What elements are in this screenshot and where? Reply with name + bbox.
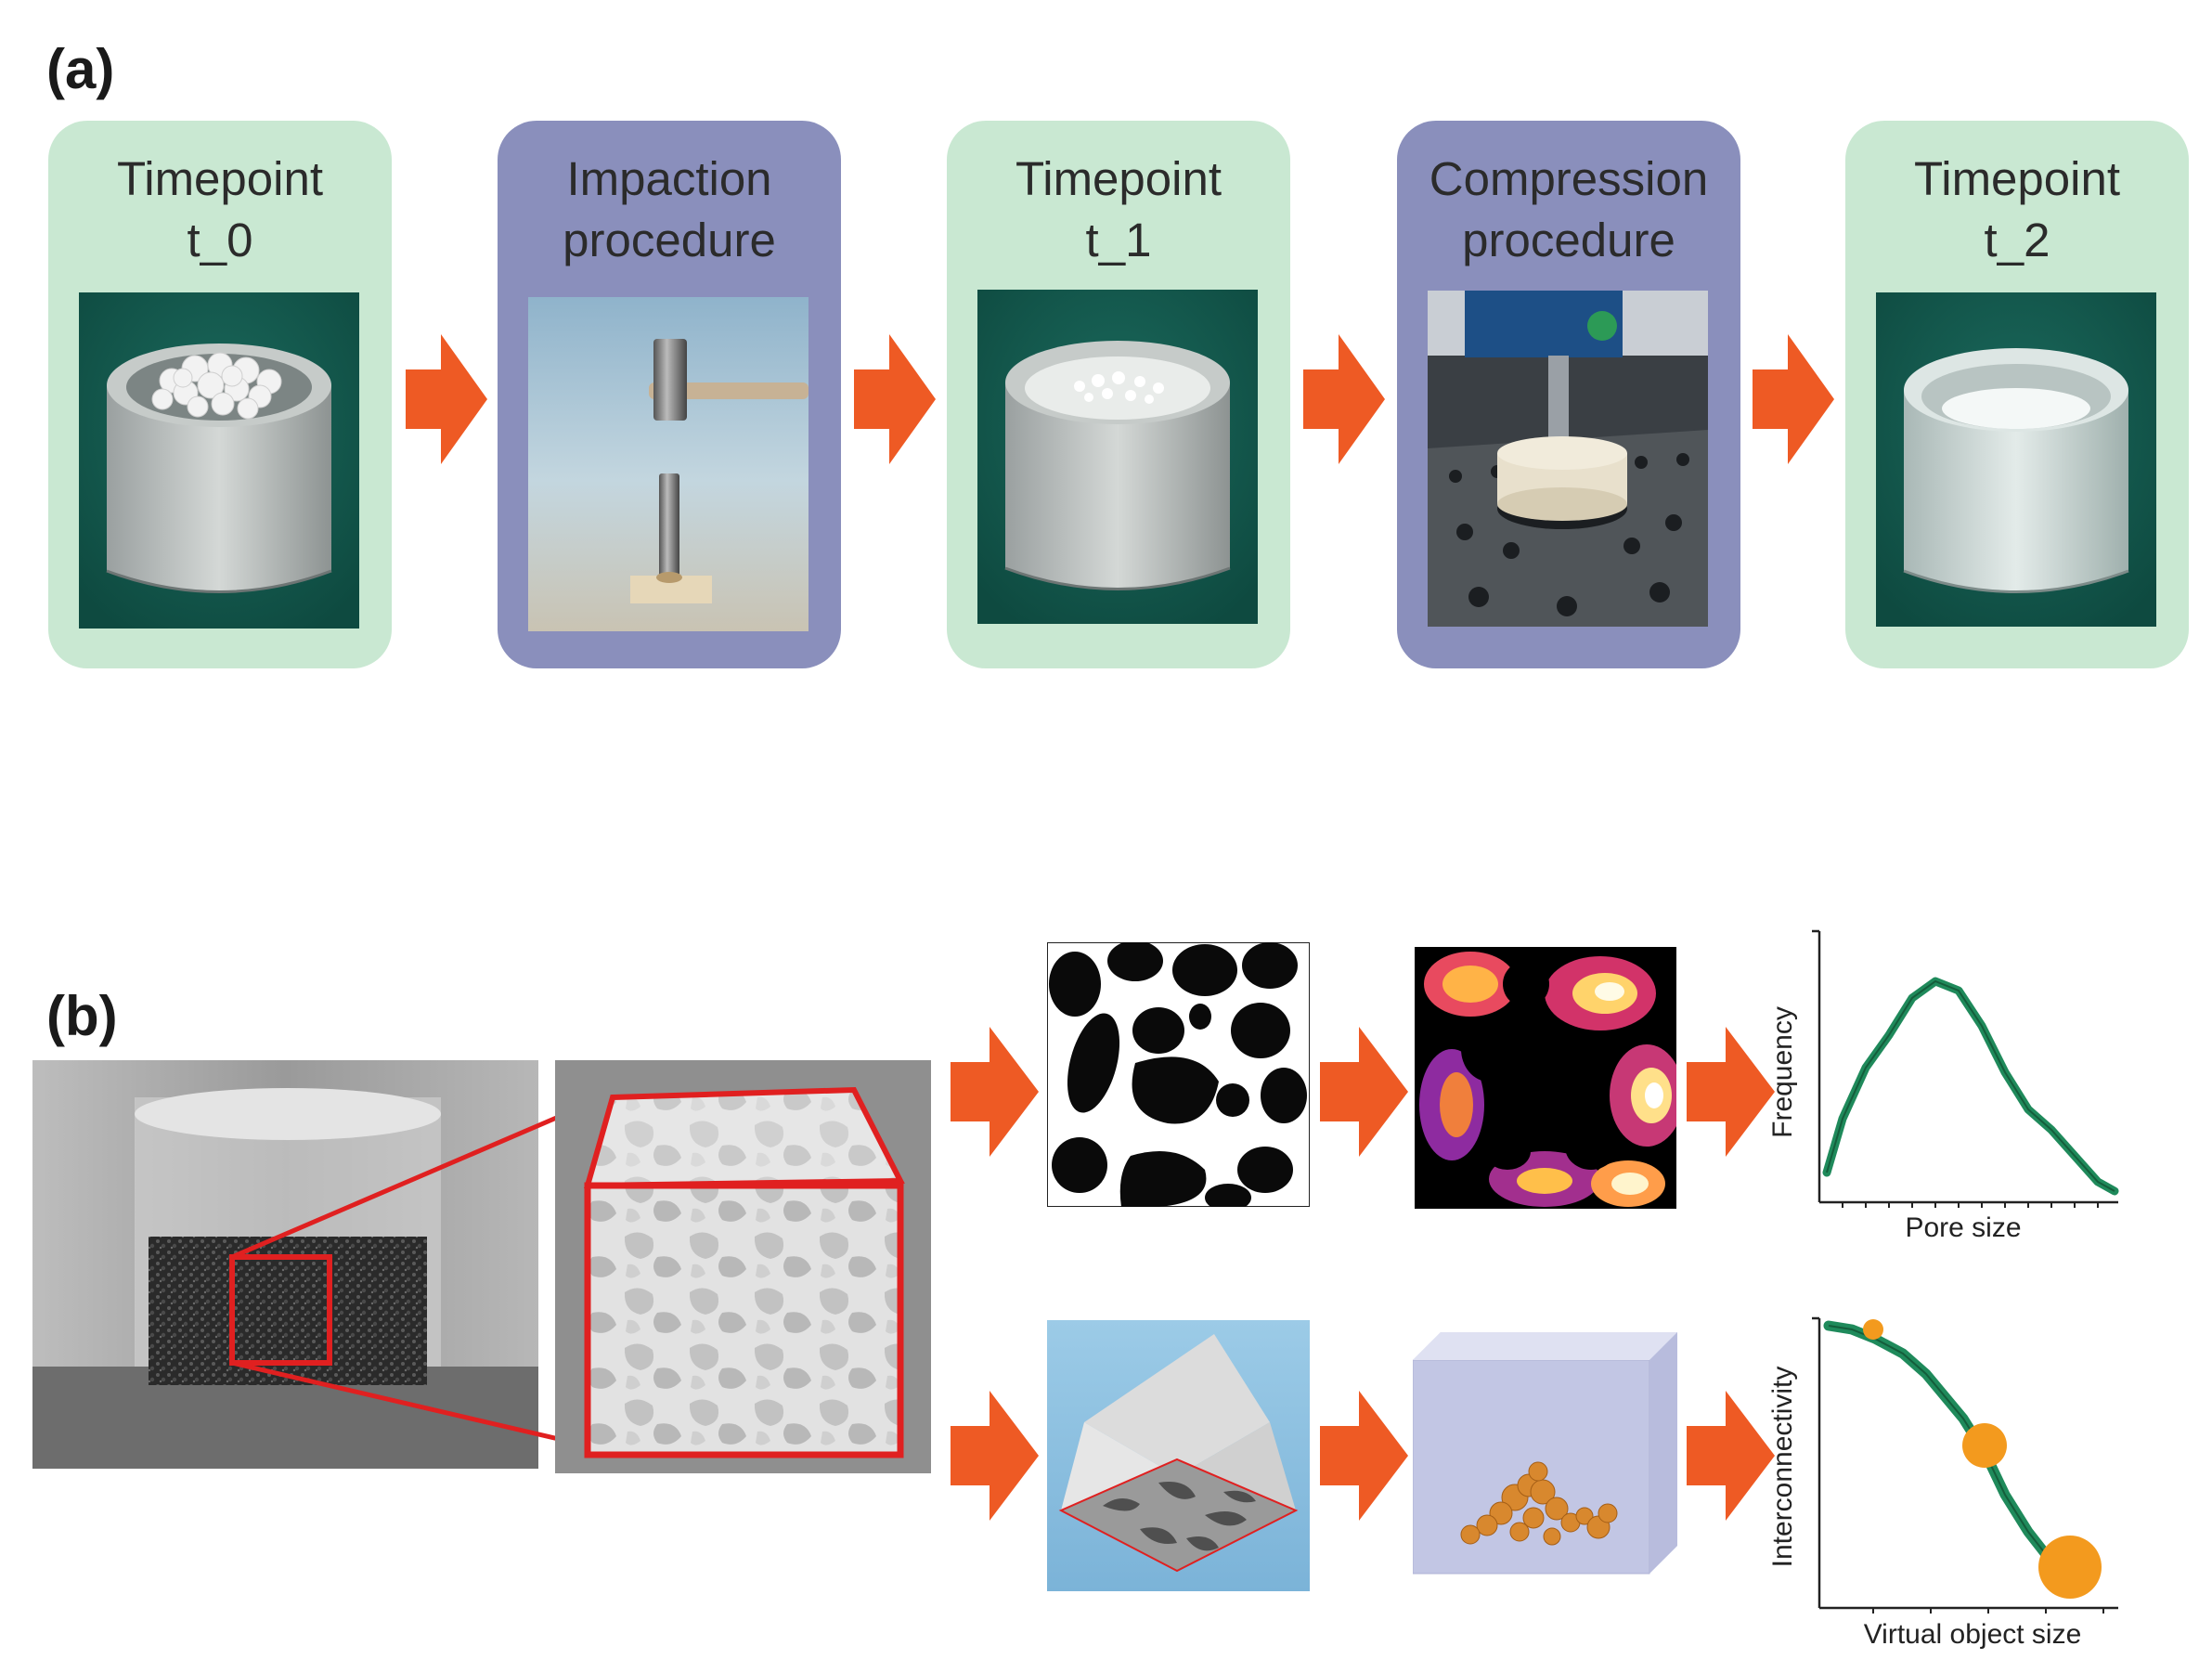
step-title-line1: Timepoint [116, 152, 324, 205]
photo-compression-machine [1428, 291, 1708, 627]
step-title-line1: Timepoint [1015, 152, 1222, 205]
step-title: Compression procedure [1397, 149, 1740, 271]
arrow-right-icon [1320, 1027, 1408, 1157]
step-title: Timepoint t_2 [1845, 149, 2189, 271]
arrow-right-icon [1753, 334, 1834, 464]
panel-b-label: (b) [46, 985, 118, 1047]
marker-small [1863, 1319, 1883, 1340]
arrow-right-icon [854, 334, 936, 464]
step-impaction: Impaction procedure [498, 121, 841, 668]
step-title-line2: t_0 [187, 214, 253, 266]
step-title-line2: procedure [1462, 214, 1675, 266]
micro-ct-scan-image [32, 1060, 538, 1469]
arrow-right-icon [1687, 1027, 1775, 1157]
step-timepoint-t2: Timepoint t_2 [1845, 121, 2189, 668]
step-title: Impaction procedure [498, 149, 841, 271]
pore-size-frequency-plot: Frequency Pore size [1767, 929, 2119, 1243]
interconnectivity-plot: Interconnectivity Virtual object size [1767, 1316, 2118, 1650]
binary-segmentation-image [1047, 942, 1310, 1207]
photo-cup-compressed [1876, 292, 2156, 627]
arrow-right-icon [951, 1391, 1039, 1521]
virtual-object-cube-render [1047, 1320, 1310, 1591]
photo-cup-impacted [977, 290, 1258, 624]
arrow-right-icon [1320, 1391, 1408, 1521]
step-title-line2: t_1 [1085, 214, 1152, 266]
arrow-right-icon [1303, 334, 1385, 464]
step-title: Timepoint t_1 [947, 149, 1290, 271]
x-axis-label: Virtual object size [1864, 1619, 2082, 1650]
panel-a-label: (a) [46, 38, 115, 100]
arrow-right-icon [406, 334, 487, 464]
step-title-line2: procedure [563, 214, 776, 266]
arrow-right-icon [1687, 1391, 1775, 1521]
step-title-line1: Timepoint [1913, 152, 2121, 205]
distance-map-image [1415, 947, 1676, 1209]
photo-cup-granules [79, 292, 359, 629]
connected-pore-cluster-render [1413, 1332, 1677, 1575]
step-title: Timepoint t_0 [48, 149, 392, 271]
frequency-curve [1822, 977, 2119, 1196]
step-title-line1: Impaction [566, 152, 772, 205]
marker-large [2038, 1536, 2102, 1599]
marker-medium [1962, 1423, 2007, 1468]
step-timepoint-t0: Timepoint t_0 [48, 121, 392, 668]
x-axis-label: Pore size [1905, 1212, 2021, 1243]
step-title-line1: Compression [1429, 152, 1709, 205]
y-axis-label: Frequency [1767, 1006, 1798, 1138]
y-axis-label: Interconnectivity [1767, 1367, 1798, 1568]
step-compression: Compression procedure [1397, 121, 1740, 668]
step-title-line2: t_2 [1984, 214, 2050, 266]
step-timepoint-t1: Timepoint t_1 [947, 121, 1290, 668]
arrow-right-icon [951, 1027, 1039, 1157]
3d-volume-render [555, 1060, 931, 1473]
photo-hammer-impactor [528, 297, 808, 631]
